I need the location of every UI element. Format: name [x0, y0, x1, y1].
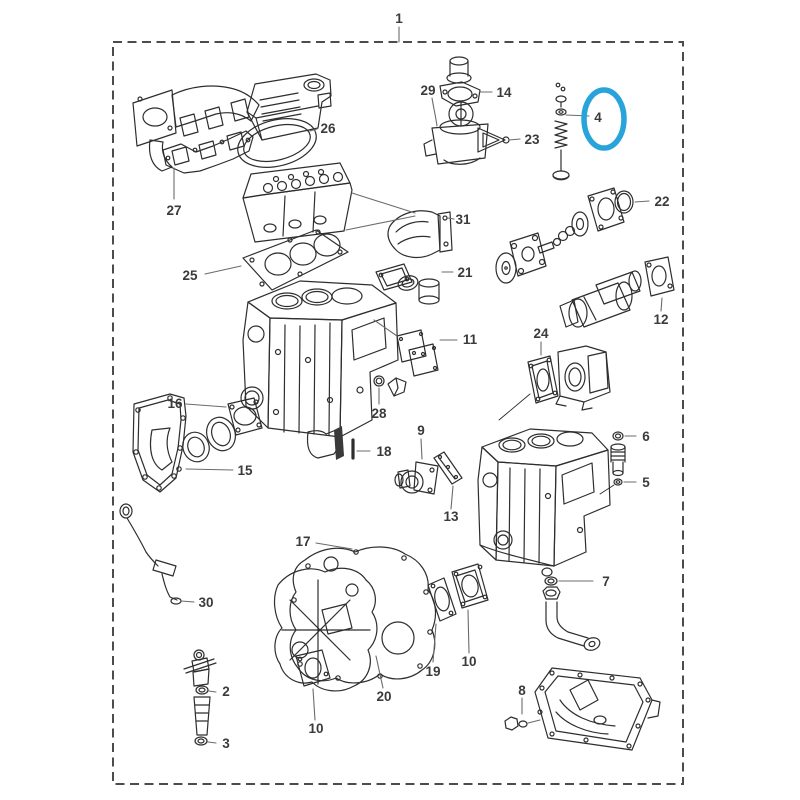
water-pump-group-drawing — [495, 187, 634, 284]
callout-16: 16 — [167, 396, 183, 411]
highlight-ellipse-part-4 — [581, 87, 627, 151]
callout-6: 6 — [642, 429, 650, 444]
callout-10-b: 10 — [308, 721, 323, 736]
bracket-23-drawing — [477, 127, 510, 153]
callout-13: 13 — [443, 509, 459, 524]
head-gasket-drawing — [242, 229, 349, 291]
callout-27: 27 — [166, 203, 181, 218]
callout-25: 25 — [182, 268, 198, 283]
callout-23: 23 — [524, 132, 540, 147]
callout-1: 1 — [395, 11, 403, 26]
callout-12: 12 — [653, 312, 668, 327]
callout-29: 29 — [420, 83, 435, 98]
oil-pump-drawing — [394, 461, 439, 495]
sleeve-orings-drawing — [599, 431, 626, 495]
callout-22: 22 — [654, 194, 669, 209]
valve-cover-drawing — [246, 73, 332, 141]
injector-drawing — [183, 649, 217, 746]
thermostat-group-drawing — [423, 56, 489, 165]
timing-gasket-drawing — [289, 546, 437, 684]
valve-cover-gasket-drawing — [237, 118, 317, 168]
gearcase-drawing — [273, 567, 378, 692]
callout-20: 20 — [376, 689, 391, 704]
callout-8: 8 — [518, 683, 526, 698]
callout-24: 24 — [533, 326, 549, 341]
callout-10-a: 10 — [461, 654, 476, 669]
intake-manifold-drawing — [387, 210, 453, 259]
engine-block-2-drawing — [477, 393, 611, 577]
drain-pipe-drawing — [542, 576, 601, 651]
callout-15: 15 — [237, 463, 253, 478]
assembly-boundary — [112, 26, 684, 785]
plug-oring-drawing — [373, 375, 407, 397]
callout-9: 9 — [417, 423, 425, 438]
callout-11: 11 — [463, 332, 478, 347]
callout-30: 30 — [198, 595, 213, 610]
callout-19: 19 — [425, 664, 440, 679]
callout-18: 18 — [376, 444, 392, 459]
side-cover-gaskets-drawing — [396, 329, 439, 377]
callout-4: 4 — [594, 110, 602, 125]
callout-17: 17 — [295, 534, 310, 549]
callout-28: 28 — [371, 406, 387, 421]
starter-motor-drawing — [559, 256, 675, 328]
callout-2: 2 — [222, 684, 230, 699]
leader-lines — [173, 91, 663, 744]
cylinder-head-drawing — [242, 162, 353, 243]
bearing-cap-drawing — [306, 426, 355, 460]
mount-housing-drawing — [527, 345, 611, 411]
callout-5: 5 — [642, 475, 650, 490]
callout-7: 7 — [602, 574, 610, 589]
callout-3: 3 — [222, 736, 230, 751]
rear-plate-drawing — [132, 393, 187, 493]
valve-kit-drawing — [552, 82, 570, 181]
exhaust-manifold-gasket-drawing — [162, 130, 254, 174]
callout-31: 31 — [455, 212, 471, 227]
callout-26: 26 — [320, 121, 336, 136]
small-gasket-10b-drawing — [295, 649, 331, 687]
exhaust-manifold-drawing — [132, 85, 260, 172]
callout-labels: 1 27 26 29 14 23 4 22 31 21 25 11 12 24 … — [166, 11, 669, 751]
dipstick-drawing — [119, 503, 182, 605]
gasket-13-drawing — [433, 451, 463, 485]
engine-block-1-drawing — [240, 280, 399, 438]
callout-21: 21 — [457, 265, 473, 280]
callout-14: 14 — [496, 85, 512, 100]
outlet-gaskets-drawing — [427, 563, 489, 622]
crank-seal-group-drawing — [182, 397, 263, 463]
oil-pan-drawing — [504, 667, 661, 751]
inlet-gasket-group-drawing — [375, 263, 440, 305]
